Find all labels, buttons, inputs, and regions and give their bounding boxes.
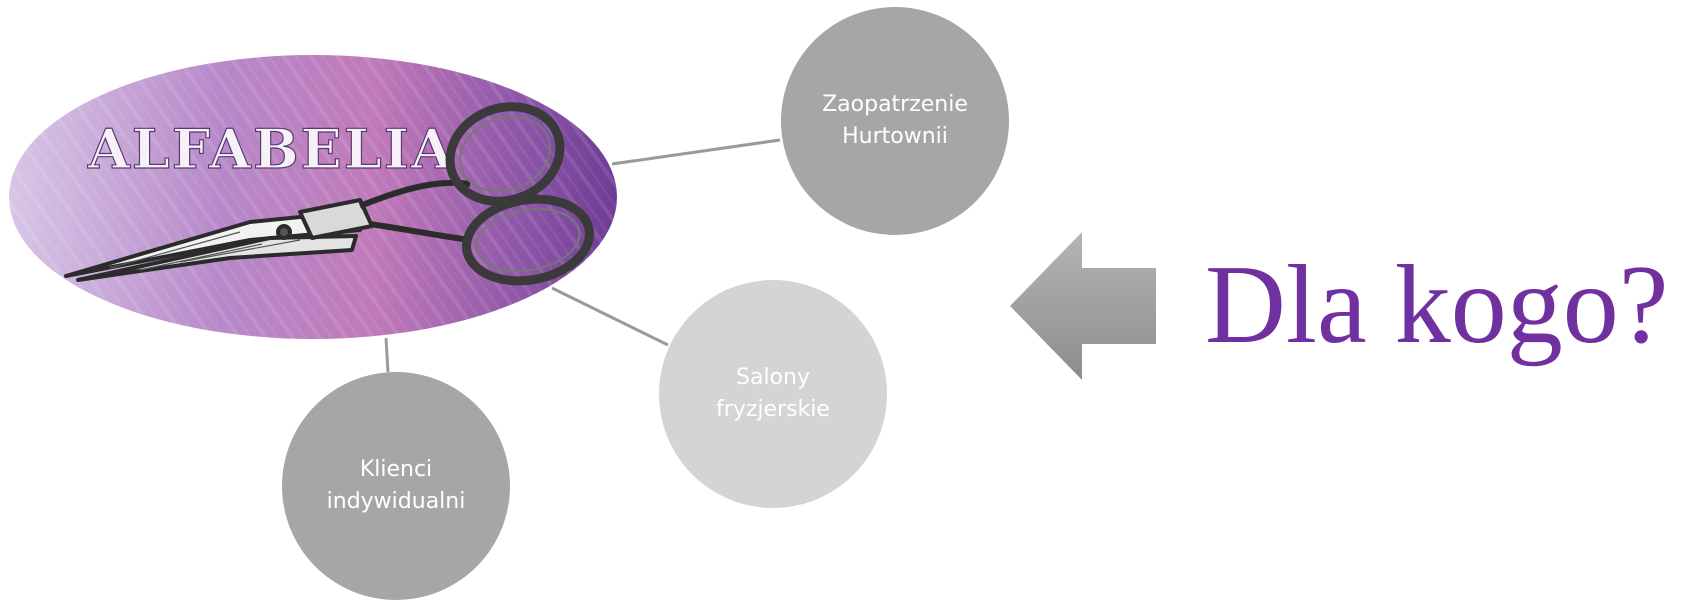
headline: Dla kogo? bbox=[1205, 243, 1669, 367]
connector-wholesale bbox=[611, 138, 781, 166]
alfabelia-logo: ALFABELIA bbox=[9, 55, 617, 339]
scissors-icon bbox=[64, 102, 594, 286]
node-wholesale: Zaopatrzenie Hurtownii bbox=[781, 7, 1009, 235]
connector-salons bbox=[551, 286, 669, 347]
left-arrow-icon bbox=[1010, 232, 1156, 380]
node-salons: Salony fryzjerskie bbox=[659, 280, 887, 508]
node-salons-label: Salony fryzjerskie bbox=[716, 365, 830, 422]
node-individual: Klienci indywidualni bbox=[282, 372, 510, 600]
connector-individual bbox=[384, 337, 390, 373]
node-individual-label: Klienci indywidualni bbox=[326, 457, 466, 514]
node-wholesale-label: Zaopatrzenie Hurtownii bbox=[822, 92, 968, 149]
logo-text: ALFABELIA bbox=[87, 117, 455, 181]
